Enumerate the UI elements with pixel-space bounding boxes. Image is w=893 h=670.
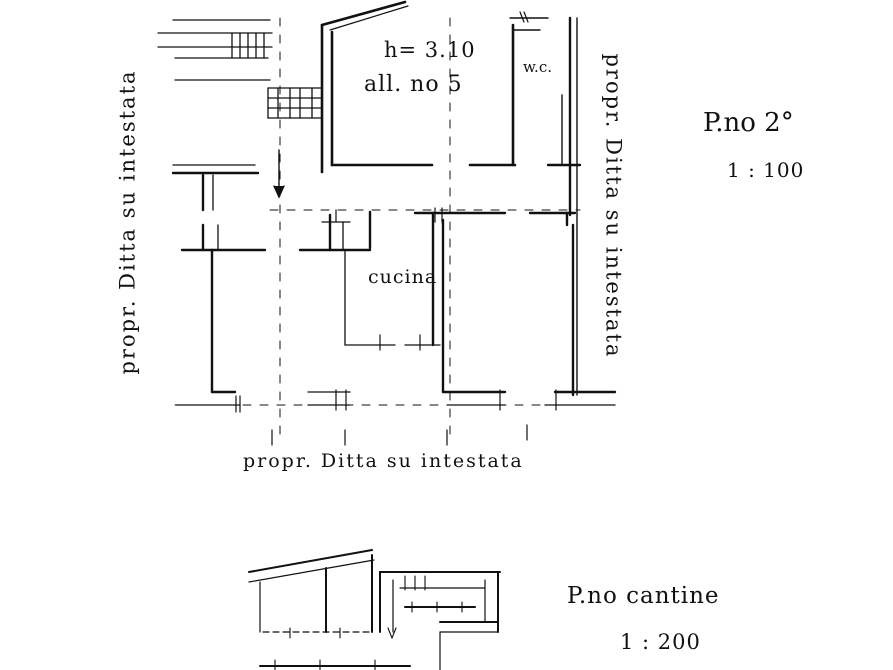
floor-title: P.no 2°: [703, 108, 794, 138]
wall-ticks: [235, 11, 557, 446]
kitchen-walls: [413, 211, 617, 406]
floor-scale: 1 : 100: [727, 158, 805, 182]
central-walls: [298, 210, 441, 406]
wc-label: w.c.: [523, 58, 552, 76]
staircase-upper: [157, 19, 323, 119]
ceiling-height-note: h= 3.10: [384, 38, 476, 62]
room-number-note: all. no 5: [364, 72, 463, 97]
cellar-walls: [248, 549, 501, 670]
upper-floor-plan: [157, 0, 617, 446]
axis-lines: [174, 17, 616, 441]
left-wing-walls: [171, 164, 267, 406]
bottom-neighbor-label: propr. Ditta su intestata: [243, 450, 524, 472]
wc-walls: [528, 16, 582, 397]
cellar-title: P.no cantine: [567, 583, 720, 609]
right-neighbor-label: propr. Ditta su intestata: [601, 53, 626, 359]
room-5-walls: [320, 0, 549, 174]
left-neighbor-label: propr. Ditta su intestata: [115, 69, 140, 375]
cellar-ticks: [274, 575, 463, 670]
stair-arrow: [273, 149, 285, 199]
kitchen-label: cucina: [368, 266, 438, 288]
cellar-floor-plan: [248, 549, 501, 670]
cellar-scale: 1 : 200: [620, 630, 701, 654]
